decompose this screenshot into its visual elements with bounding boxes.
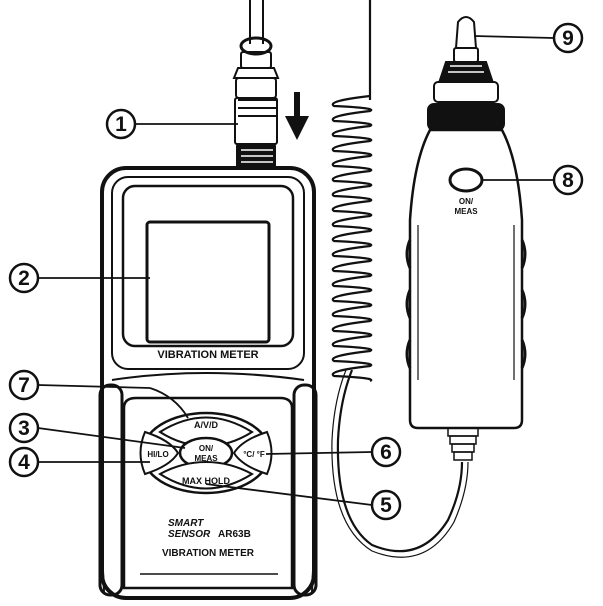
max-hold-button[interactable]: MAX HOLD [158,460,254,490]
callout-3: 3 [8,412,40,444]
top-cable-connector [232,0,280,169]
bottom-label: VIBRATION METER [162,548,255,559]
model-number: AR63B [218,529,251,540]
callout-2-number: 2 [18,267,30,290]
callout-9-number: 9 [562,27,574,50]
callout-3-number: 3 [18,417,30,440]
on-meas-button-label-1: ON/ [199,444,214,453]
temp-unit-button-label: °C/ °F [243,450,265,459]
callout-1-number: 1 [115,113,127,136]
hi-lo-button-label: HI/LO [147,450,168,459]
callout-8: 8 [552,164,584,196]
callout-5: 5 [370,489,402,521]
on-meas-button-label-2: MEAS [194,454,218,463]
cable-to-probe-inner [331,369,469,558]
cable-to-probe [336,0,464,553]
insert-arrow-icon [285,92,309,140]
callout-4: 4 [8,446,40,478]
brand-line-1: SMART [168,518,204,529]
coiled-cable [331,94,373,383]
probe-on-meas-label-1: ON/ [459,197,474,206]
brand-line-2: SENSOR [168,529,211,540]
callout-5-number: 5 [380,494,392,517]
probe-on-meas-label-2: MEAS [454,207,478,216]
display-label: VIBRATION METER [157,349,258,361]
meter-body [98,166,318,600]
callout-lines [37,35,555,506]
callout-7-number: 7 [18,374,30,397]
avd-button-label: A/V/D [194,420,219,430]
probe-on-meas-button[interactable] [448,167,484,193]
callout-9: 9 [552,22,584,54]
callout-7: 7 [8,369,40,401]
callout-4-number: 4 [18,451,30,474]
callout-2: 2 [8,262,40,294]
lcd-screen [145,220,271,344]
callout-6: 6 [370,436,402,468]
probe [405,16,527,461]
max-hold-button-label: MAX HOLD [182,476,230,486]
callout-1: 1 [105,108,137,140]
callout-8-number: 8 [562,169,574,192]
callout-6-number: 6 [380,441,392,464]
